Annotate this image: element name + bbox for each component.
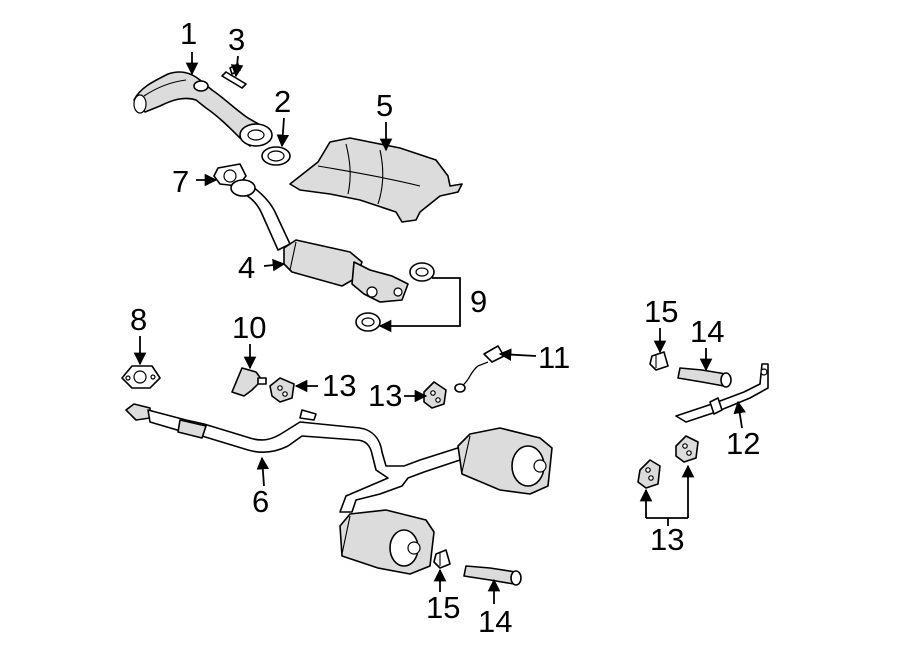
rear-hanger-bar-part [675, 363, 769, 423]
callout-9: 9 [470, 284, 487, 319]
clamp-part [433, 549, 451, 569]
callout-14-b: 14 [690, 314, 724, 349]
callout-5: 5 [376, 88, 393, 123]
hanger-bracket-part [231, 367, 267, 397]
clamp-part [649, 351, 669, 371]
callout-1: 1 [180, 16, 197, 51]
callout-6: 6 [252, 484, 269, 519]
callout-13-a: 13 [322, 368, 356, 403]
leader-lines [133, 52, 746, 604]
callout-2: 2 [274, 84, 291, 119]
front-exhaust-pipe-part [133, 71, 273, 147]
callout-13-b: 13 [368, 378, 402, 413]
exhaust-tip-part [677, 367, 732, 388]
sensor-wire-part [454, 345, 505, 393]
oxygen-sensor-part [221, 63, 247, 89]
intermediate-pipe-muffler-part [125, 403, 553, 575]
callout-11: 11 [538, 340, 570, 375]
callout-3: 3 [228, 22, 245, 57]
callout-4: 4 [238, 250, 255, 285]
insulator-part [675, 435, 699, 463]
gasket-part [261, 146, 291, 166]
callout-12: 12 [726, 426, 760, 461]
callout-10: 10 [232, 310, 266, 345]
exhaust-tip-part [463, 565, 522, 586]
callout-8: 8 [130, 302, 147, 337]
heat-shield-part [289, 137, 463, 223]
gasket-pair-part [355, 262, 435, 332]
callout-7: 7 [172, 164, 189, 199]
catalytic-converter-part [230, 179, 409, 303]
callout-15-a: 15 [426, 590, 460, 625]
insulator-part [423, 381, 447, 409]
callout-15-b: 15 [644, 294, 678, 329]
insulator-part [637, 459, 661, 489]
callout-13-c: 13 [650, 522, 684, 557]
flange-gasket-2-part [121, 365, 161, 389]
insulator-part [269, 377, 295, 403]
callout-14-a: 14 [478, 604, 512, 639]
